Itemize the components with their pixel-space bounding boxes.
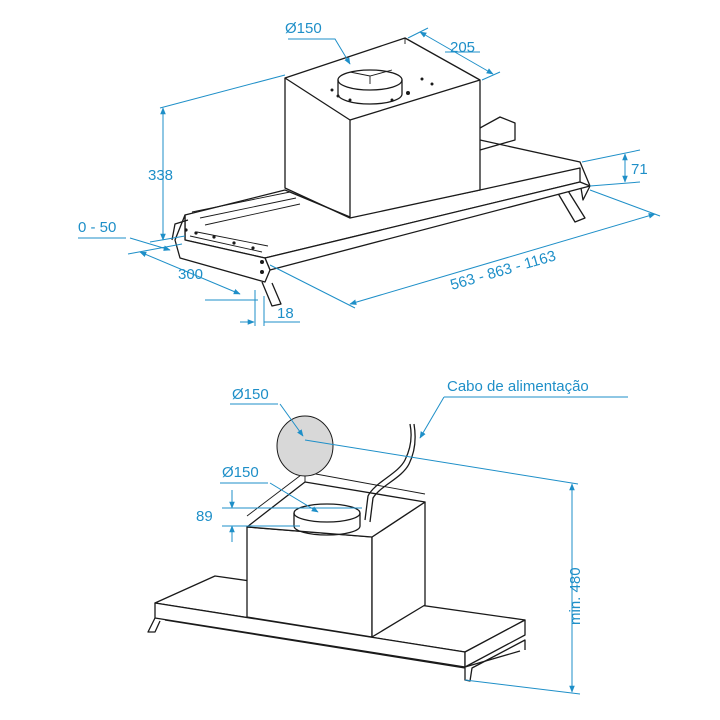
adjust-range-label: 0 - 50	[78, 219, 116, 236]
dimension-duct-height: 89	[196, 490, 362, 542]
chimney-depth-label: 205	[450, 39, 475, 56]
dimension-height: 338	[148, 74, 286, 243]
cutout-diameter-label: Ø150	[232, 386, 269, 403]
cutout-circle	[276, 415, 334, 477]
side-offset-label: 18	[277, 305, 294, 322]
dimension-min-height: min. 480	[304, 439, 584, 695]
dimension-duct-diameter: Ø150	[285, 20, 351, 65]
dimension-duct-diameter-lower: Ø150	[220, 464, 319, 513]
duct-diameter-label: Ø150	[285, 20, 322, 37]
width-options-label: 563 - 863 - 1163	[448, 247, 557, 293]
height-label: 338	[148, 167, 173, 184]
min-height-label: min. 480	[567, 567, 584, 625]
dimension-front-height: 71	[581, 149, 648, 187]
dimension-side-offset: 18	[240, 290, 300, 326]
dimension-chimney-depth: 205	[407, 27, 501, 81]
power-cable-label: Cabo de alimentação	[447, 378, 589, 395]
bottom-dimensions: Ø150 Cabo de alimentação Ø150 89 min. 4	[196, 378, 628, 695]
front-height-label: 71	[631, 161, 648, 178]
dimension-depth: 300	[139, 251, 258, 301]
duct-height-label: 89	[196, 508, 213, 525]
dimension-adjust-range: 0 - 50	[78, 219, 183, 255]
depth-label: 300	[178, 266, 203, 283]
duct-diameter-lower-label: Ø150	[222, 464, 259, 481]
dimension-power-cable: Cabo de alimentação	[419, 378, 628, 439]
dimension-cutout-diameter: Ø150	[230, 386, 304, 437]
bottom-hood-drawing	[147, 415, 526, 682]
